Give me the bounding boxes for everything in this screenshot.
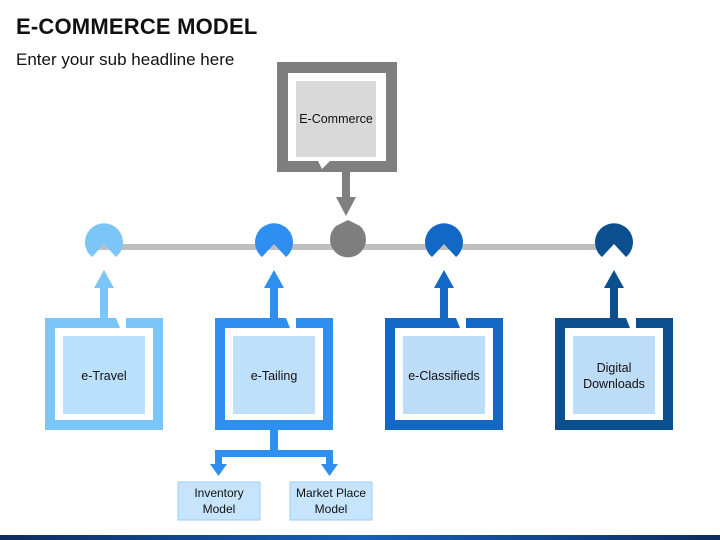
- category-e-classifieds: [385, 223, 503, 430]
- category-frame-notch: [116, 318, 126, 328]
- branch-bar: [215, 450, 333, 457]
- category-arrow-stem: [610, 282, 618, 320]
- category-label-e-classifieds: e-Classifieds: [408, 368, 480, 383]
- branch-stem: [270, 430, 278, 452]
- category-arrow-stem: [270, 282, 278, 320]
- category-frame-notch: [456, 318, 466, 328]
- category-hub-circle: [85, 223, 124, 257]
- branch-left-arrowhead: [210, 464, 227, 476]
- footer-bar: [0, 535, 720, 540]
- sub-model-market-place: Market Place Model: [295, 485, 367, 516]
- category-e-travel: [45, 223, 163, 430]
- page-title: E-COMMERCE MODEL: [16, 14, 258, 39]
- root-arrow-stem: [342, 166, 350, 202]
- branch-left-drop: [215, 450, 222, 468]
- root-notch: [318, 161, 330, 169]
- category-arrowhead: [264, 270, 284, 288]
- sub-model-box-market-place: [289, 481, 373, 521]
- branch-right-drop: [326, 450, 333, 468]
- category-arrow-stem: [440, 282, 448, 320]
- root-label: E-Commerce: [299, 111, 373, 126]
- page-subtitle: Enter your sub headline here: [16, 50, 235, 69]
- sub-model-box-inventory: [177, 481, 261, 521]
- category-label-digital-downloads: Digital Downloads: [583, 360, 645, 391]
- e-tailing-sub-branch: [177, 430, 373, 521]
- category-fill: [573, 336, 655, 414]
- category-hub-circle: [595, 223, 633, 257]
- category-arrowhead: [94, 270, 114, 288]
- branch-right-arrowhead: [321, 464, 338, 476]
- category-arrowhead: [604, 270, 624, 288]
- category-fill: [403, 336, 485, 414]
- category-label-e-tailing: e-Tailing: [250, 368, 298, 383]
- category-fill: [63, 336, 145, 414]
- category-fill: [233, 336, 315, 414]
- root-node: [277, 62, 397, 258]
- category-digital-downloads: [555, 223, 673, 430]
- root-fill: [296, 81, 376, 157]
- sub-model-inventory: Inventory Model: [194, 485, 244, 516]
- category-label-e-travel: e-Travel: [81, 368, 127, 383]
- category-frame-notch: [286, 318, 296, 328]
- category-e-tailing: [215, 223, 333, 430]
- category-arrow-stem: [100, 282, 108, 320]
- category-arrowhead: [434, 270, 454, 288]
- category-frame-notch: [626, 318, 636, 328]
- category-hub-circle: [425, 223, 463, 257]
- category-hub-circle: [255, 223, 293, 257]
- hub-circle: [329, 220, 366, 258]
- root-arrowhead: [336, 197, 356, 216]
